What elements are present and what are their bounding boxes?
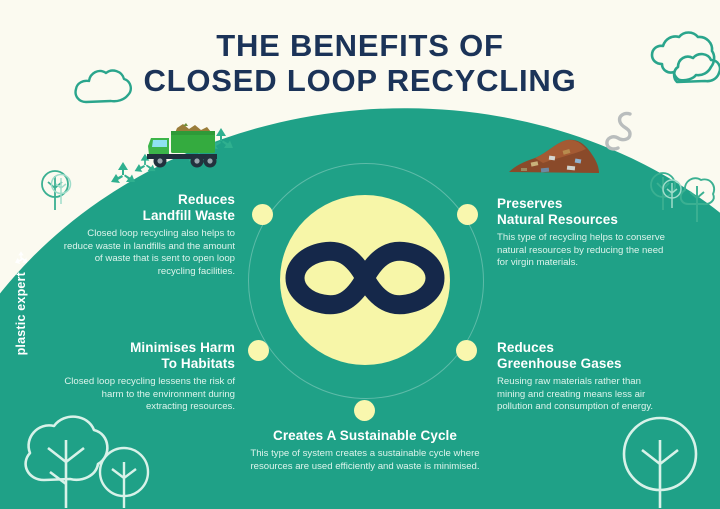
benefit-reduces-landfill-waste: Reduces Landfill Waste Closed loop recyc… <box>60 192 235 278</box>
recycle-tree-icon <box>111 162 135 183</box>
cloud-icon <box>74 69 132 104</box>
benefit-heading-line-2: To Habitats <box>161 356 235 371</box>
orbit-dot <box>354 400 375 421</box>
benefit-minimises-harm-to-habitats: Minimises Harm To Habitats Closed loop r… <box>60 340 235 414</box>
benefit-heading-line-1: Preserves <box>497 196 563 211</box>
tree-icon <box>50 173 72 204</box>
benefit-heading-line-2: Natural Resources <box>497 212 618 227</box>
benefit-heading-line-1: Reduces <box>497 340 554 355</box>
benefit-heading: Minimises Harm To Habitats <box>60 340 235 372</box>
recycle-tree-icon <box>134 153 156 172</box>
tree-icon <box>41 170 69 210</box>
cloud-icon <box>672 52 720 84</box>
brand-logo[interactable]: plastic expert <box>10 250 32 410</box>
recycle-icon <box>15 251 27 264</box>
benefit-heading-line-2: Landfill Waste <box>142 208 235 223</box>
benefit-heading-line-2: Greenhouse Gases <box>497 356 622 371</box>
benefit-heading: Preserves Natural Resources <box>497 196 667 228</box>
orbit-dot <box>248 340 269 361</box>
benefit-body: This type of recycling helps to conserve… <box>497 232 665 269</box>
landfill-pile-icon <box>509 139 599 173</box>
tree-icon <box>24 415 109 508</box>
title-line-1: THE BENEFITS OF <box>216 28 504 63</box>
smoke-icon <box>605 111 632 151</box>
tree-icon <box>622 416 698 508</box>
orbit-dot <box>457 204 478 225</box>
benefit-body: Closed loop recycling also helps to redu… <box>63 228 235 277</box>
infinity-icon <box>285 241 445 315</box>
benefit-body: Closed loop recycling lessens the risk o… <box>64 376 235 413</box>
benefit-heading-line-1: Creates A Sustainable Cycle <box>272 428 458 443</box>
benefit-heading: Creates A Sustainable Cycle <box>240 428 490 444</box>
garbage-truck-icon <box>147 123 217 168</box>
tree-icon <box>650 172 676 210</box>
brand-name: plastic expert <box>14 272 28 356</box>
tree-icon <box>98 446 150 508</box>
cloud-icon <box>650 31 716 82</box>
orbit-dot <box>456 340 477 361</box>
title-line-2: CLOSED LOOP RECYCLING <box>143 63 577 98</box>
benefit-body: This type of system creates a sustainabl… <box>250 448 480 472</box>
benefit-body: Reusing raw materials rather than mining… <box>497 376 654 413</box>
benefit-heading: Reduces Greenhouse Gases <box>497 340 667 372</box>
tree-icon <box>662 179 682 208</box>
benefit-reduces-greenhouse-gases: Reduces Greenhouse Gases Reusing raw mat… <box>497 340 667 414</box>
benefit-preserves-natural-resources: Preserves Natural Resources This type of… <box>497 196 667 270</box>
orbit-dot <box>252 204 273 225</box>
benefit-creates-a-sustainable-cycle: Creates A Sustainable Cycle This type of… <box>240 428 490 473</box>
orbit-ring <box>248 163 484 399</box>
benefit-heading-line-1: Minimises Harm <box>130 340 235 355</box>
page-title: THE BENEFITS OF CLOSED LOOP RECYCLING <box>0 28 720 98</box>
tree-icon <box>679 177 716 222</box>
benefit-heading: Reduces Landfill Waste <box>60 192 235 224</box>
benefit-heading-line-1: Reduces <box>178 192 235 207</box>
